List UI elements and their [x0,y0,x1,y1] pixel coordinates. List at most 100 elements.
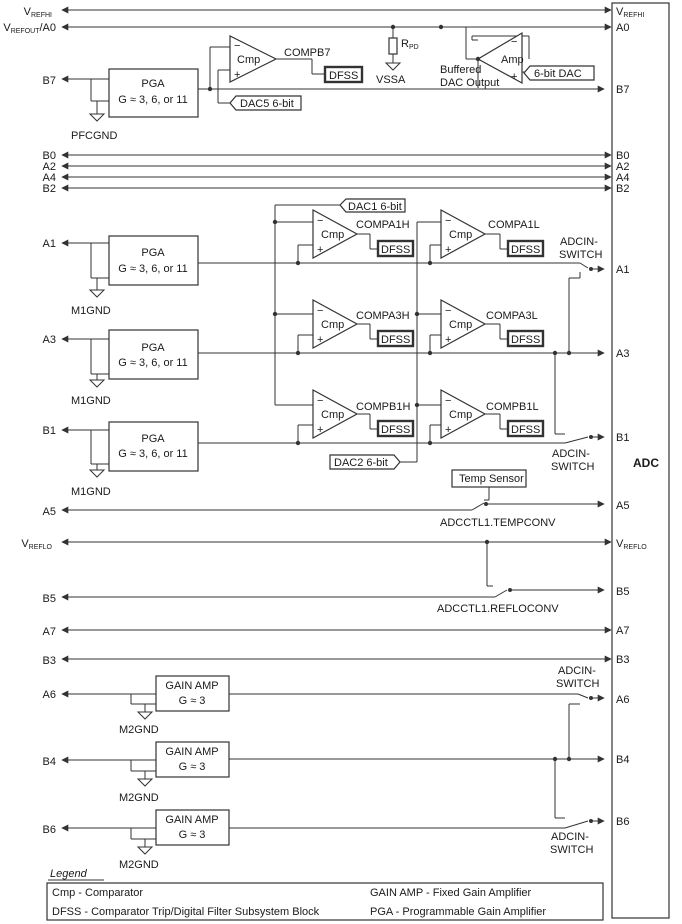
svg-text:6-bit DAC: 6-bit DAC [534,68,582,80]
pin-label-b0: B0 [43,150,56,162]
pga-a1: PGA G ≈ 3, 6, or 11 [61,235,580,298]
svg-text:−: − [317,305,323,317]
svg-text:DFSS: DFSS [511,424,540,436]
svg-text:G ≈ 3: G ≈ 3 [179,829,206,841]
svg-text:DFSS: DFSS [381,334,410,346]
buffered-output-wire [475,56,481,88]
a5-path [61,500,605,514]
pin-label-vrefhi: VREFHI [24,6,52,19]
adc-pin-a3: A3 [616,348,629,360]
svg-text:G ≈ 3, 6, or 11: G ≈ 3, 6, or 11 [118,357,187,369]
compb1h-label: COMPB1H [356,401,410,413]
direct-rails [61,6,612,663]
rpd-label: RPD [401,38,419,51]
temp-sensor: Temp Sensor [451,469,527,501]
rpd-resistor [384,24,402,71]
svg-text:GAIN AMP: GAIN AMP [165,680,218,692]
pin-label-vreflo: VREFLO [21,538,52,551]
compb1l-label: COMPB1L [486,401,539,413]
m2gnd-b-label: M2GND [119,792,159,804]
svg-text:−: − [445,395,451,407]
svg-text:G ≈ 3: G ≈ 3 [179,761,206,773]
compa3h: Cmp − + DFSS [295,298,415,356]
pin-label-b3: B3 [43,655,56,667]
pin-label-a5: A5 [43,506,56,518]
tempconv-label: ADCCTL1.TEMPCONV [440,517,556,529]
adc-pin-b1: B1 [616,432,629,444]
pga-b7: PGA G ≈ 3, 6, or 11 [61,68,605,122]
m1gnd-a-label: M1GND [71,305,111,317]
adcin-label-mid-1: ADCIN- [552,448,590,460]
adc-pin-b0: B0 [616,150,629,162]
svg-text:PGA: PGA [141,247,165,259]
adc-pin-b2: B2 [616,183,629,195]
buffered-label-1: Buffered [440,64,481,76]
b5-path [61,539,605,601]
pin-label-b6: B6 [43,824,56,836]
svg-text:+: + [317,334,323,346]
adcin-switch-b1 [552,350,605,444]
svg-text:+: + [234,69,240,81]
gain-amp-a6: GAIN AMP G ≈ 3 [61,675,605,720]
compb1l: Cmp − + DFSS [427,388,545,446]
pin-label-a2: A2 [43,161,56,173]
svg-text:−: − [234,40,240,52]
svg-text:DFSS: DFSS [511,334,540,346]
svg-text:DFSS: DFSS [381,244,410,256]
adc-block [611,2,670,919]
pfcgnd-label: PFCGND [71,130,118,142]
adc-pin-a0: A0 [616,22,629,34]
svg-text:GAIN AMP: GAIN AMP [165,814,218,826]
compa3l: Cmp − + DFSS [427,298,545,356]
adc-label: ADC [633,456,659,470]
legend-cmp: Cmp - Comparator [52,887,143,899]
adcin-label-bottom-1: ADCIN- [551,831,589,843]
pin-label-a7: A7 [43,626,56,638]
legend-box [46,882,604,921]
adcin-label-low-2: SWITCH [556,678,599,690]
svg-text:PGA: PGA [141,78,165,90]
svg-text:+: + [445,334,451,346]
svg-text:+: + [317,244,323,256]
svg-text:DAC2 6-bit: DAC2 6-bit [334,457,388,469]
svg-text:Cmp: Cmp [449,229,472,241]
compa3l-label: COMPA3L [486,310,538,322]
svg-text:PGA: PGA [141,433,165,445]
buffered-label-2: DAC Output [440,77,499,89]
svg-text:G ≈ 3: G ≈ 3 [179,695,206,707]
pin-label-vrefout-a0: VREFOUT/A0 [3,22,56,35]
adc-pin-b7: B7 [616,84,629,96]
svg-text:G ≈ 3, 6, or 11: G ≈ 3, 6, or 11 [118,448,187,460]
pin-label-a4: A4 [43,172,56,184]
adc-pin-a2: A2 [616,161,629,173]
svg-text:G ≈ 3, 6, or 11: G ≈ 3, 6, or 11 [118,263,187,275]
gain-amp-b4: GAIN AMP G ≈ 3 [61,703,605,819]
adcin-label-mid-2: SWITCH [551,461,594,473]
svg-text:Cmp: Cmp [321,409,344,421]
adcin-label-top-2: SWITCH [559,249,602,261]
legend-pga: PGA - Programmable Gain Amplifier [370,906,546,918]
adcin-label-bottom-2: SWITCH [550,844,593,856]
adc-pin-b4: B4 [616,754,629,766]
adc-pin-b6: B6 [616,816,629,828]
adcin-label-top-1: ADCIN- [560,236,598,248]
svg-text:−: − [445,215,451,227]
vssa-label: VSSA [376,74,406,86]
svg-text:DAC1 6-bit: DAC1 6-bit [348,201,402,213]
svg-text:DFSS: DFSS [511,244,540,256]
svg-text:DAC5 6-bit: DAC5 6-bit [240,98,294,110]
legend-title: Legend [50,868,88,880]
pin-label-b4: B4 [43,756,56,768]
svg-text:−: − [511,36,517,48]
compa3h-label: COMPA3H [356,310,410,322]
compa1l-label: COMPA1L [488,219,540,231]
legend-gainamp: GAIN AMP - Fixed Gain Amplifier [370,887,532,899]
m2gnd-a-label: M2GND [119,724,159,736]
gain-amp-b6: GAIN AMP G ≈ 3 [61,809,605,855]
compb7: Cmp − + DFSS [207,35,364,103]
legend-dfss: DFSS - Comparator Trip/Digital Filter Su… [52,906,320,918]
buffered-dac-amp: Amp − + [438,24,530,85]
pga-b1: PGA G ≈ 3, 6, or 11 [61,421,565,478]
pin-label-b1: B1 [43,425,56,437]
